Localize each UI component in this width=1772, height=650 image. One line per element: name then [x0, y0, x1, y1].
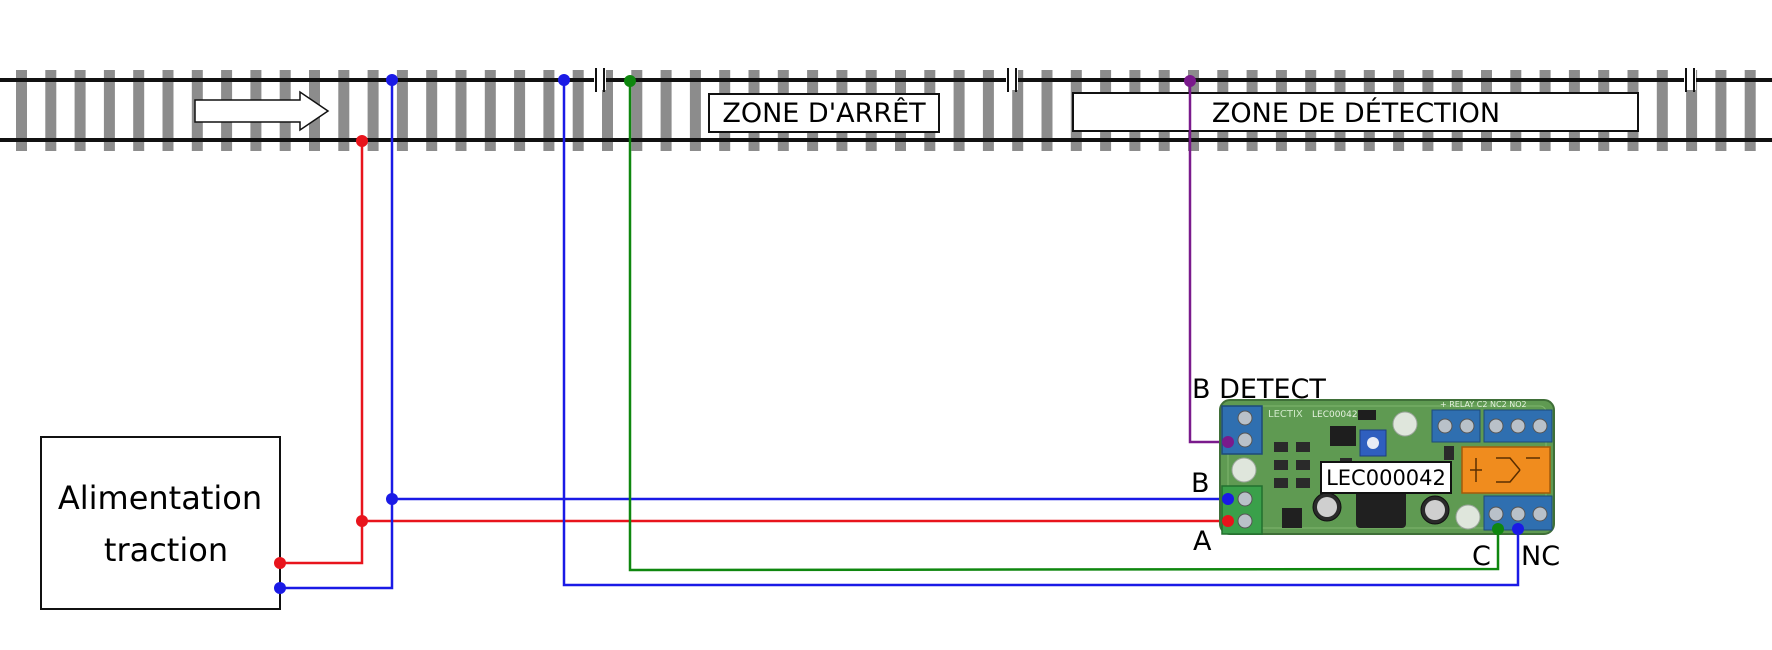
- track-sleeper: [396, 70, 408, 151]
- pcb-silk-ref: LEC00042: [1312, 410, 1358, 420]
- wire-green-c: [628, 81, 1500, 572]
- screw-icon: [1237, 432, 1253, 448]
- track-sleeper: [689, 70, 701, 151]
- track-sleeper: [543, 70, 555, 151]
- track-sleeper: [1715, 70, 1727, 151]
- track-sleeper: [103, 70, 115, 151]
- track-sleeper: [484, 70, 496, 151]
- power-supply-box: [40, 436, 281, 610]
- module-reference-box: [1320, 461, 1452, 494]
- track-sleeper: [455, 70, 467, 151]
- track-sleeper: [74, 70, 86, 151]
- track-sleeper: [953, 70, 965, 151]
- screw-icon: [1237, 513, 1253, 529]
- track-sleeper: [133, 70, 145, 151]
- module-reference: LEC000042: [1326, 466, 1446, 490]
- track-sleeper: [16, 70, 27, 151]
- track-sleeper: [602, 70, 613, 151]
- detection-module: LECTIX LEC00042 + RELAY C2 NC2 NO2: [1219, 399, 1555, 535]
- power-supply-label-line2: traction: [104, 531, 228, 569]
- wire-blue-nc: [562, 80, 1520, 587]
- chip-icon: [1356, 488, 1406, 528]
- junction-dot: [1492, 523, 1504, 535]
- junction-dot: [386, 74, 398, 86]
- junction-dot: [356, 515, 368, 527]
- junction-dot: [1512, 523, 1524, 535]
- junction-dot: [1222, 436, 1234, 448]
- screw-icon: [1459, 418, 1475, 434]
- junction-dot: [1184, 75, 1196, 87]
- track-sleeper: [572, 70, 584, 151]
- insulating-joint-icon: [594, 68, 606, 92]
- junction-dot: [274, 557, 286, 569]
- terminal-label-a: A: [1193, 526, 1212, 557]
- track-sleeper: [1012, 70, 1024, 151]
- power-supply-label-line1: Alimentation: [58, 479, 262, 517]
- track-sleeper: [1686, 70, 1698, 151]
- track-sleeper: [162, 70, 174, 151]
- track-sleeper: [982, 70, 994, 151]
- insulating-joint-icon: [1006, 68, 1018, 92]
- mounting-hole: [1455, 504, 1481, 530]
- junctions: [274, 74, 1524, 594]
- power-supply: Alimentation traction: [40, 436, 281, 610]
- screw-icon: [1488, 506, 1504, 522]
- chip-icon: [1330, 426, 1356, 446]
- track-sleeper: [1656, 70, 1668, 151]
- junction-dot: [1222, 493, 1234, 505]
- junction-dot: [356, 135, 368, 147]
- terminal-label-nc: NC: [1521, 541, 1560, 572]
- arrow-right-icon: [194, 90, 330, 132]
- wire-blue-feed: [280, 80, 394, 590]
- track-sleeper: [367, 70, 379, 151]
- junction-dot: [386, 493, 398, 505]
- track-sleeper: [45, 70, 57, 151]
- screw-icon: [1532, 506, 1548, 522]
- track-sleeper: [338, 70, 350, 151]
- stop-zone-label: ZONE D'ARRÊT: [722, 97, 926, 129]
- mounting-hole: [1231, 457, 1257, 483]
- detection-zone-box: [1072, 92, 1639, 132]
- wire-purple-detect: [1188, 81, 1228, 444]
- terminal-label-b: B: [1191, 468, 1210, 499]
- junction-dot: [558, 74, 570, 86]
- track-sleeper: [631, 70, 643, 151]
- screw-icon: [1237, 410, 1253, 426]
- screw-icon: [1488, 418, 1504, 434]
- track-sleeper: [514, 70, 526, 151]
- track: ZONE D'ARRÊT ZONE DE DÉTECTION: [0, 68, 1772, 151]
- chip-icon: [1282, 508, 1302, 528]
- screw-icon: [1437, 418, 1453, 434]
- detection-zone-label: ZONE DE DÉTECTION: [1212, 97, 1500, 129]
- wires: [280, 80, 1520, 590]
- track-sleeper: [660, 70, 672, 151]
- pcb-silk-header: + RELAY C2 NC2 NO2: [1440, 400, 1527, 409]
- track-sleeper: [1041, 70, 1053, 151]
- terminal-label-c: C: [1472, 541, 1491, 572]
- insulating-joint-icon: [1684, 68, 1696, 92]
- track-sleeper: [1744, 70, 1756, 151]
- mounting-hole: [1392, 411, 1418, 437]
- stop-zone-box: [708, 93, 940, 133]
- terminal-label-detect: B DETECT: [1192, 374, 1326, 405]
- junction-dot: [1222, 515, 1234, 527]
- junction-dot: [274, 582, 286, 594]
- pcb-brand: LECTIX: [1268, 409, 1303, 420]
- diode-icon: [1358, 410, 1376, 420]
- screw-icon: [1237, 491, 1253, 507]
- wire-red-feed: [280, 141, 364, 565]
- screw-icon: [1510, 506, 1526, 522]
- screw-icon: [1532, 418, 1548, 434]
- track-sleeper: [426, 70, 438, 151]
- junction-dot: [624, 75, 636, 87]
- screw-icon: [1510, 418, 1526, 434]
